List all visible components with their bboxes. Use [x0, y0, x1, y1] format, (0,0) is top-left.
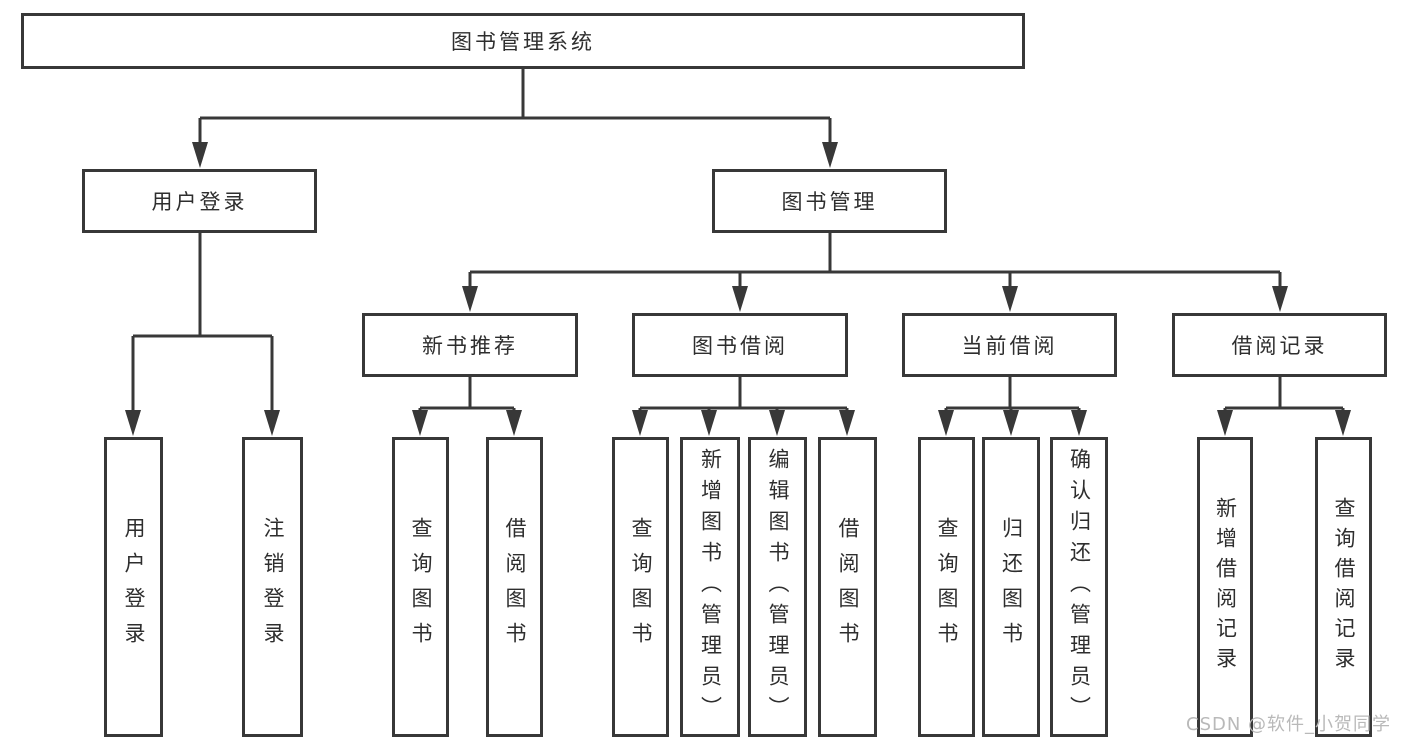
arrow-down-icon [1071, 410, 1087, 436]
arrow-down-icon [839, 410, 855, 436]
connector-borrow-records-to-leaves [1217, 377, 1351, 436]
arrow-down-icon [1003, 410, 1019, 436]
arrow-down-icon [1002, 286, 1018, 312]
node-branch-current-borrow: 当前借阅 [902, 313, 1117, 377]
leaf-borrow-add-book-admin: 新增图书（管理员） [680, 437, 740, 737]
connector-book-borrow-to-leaves [632, 377, 855, 436]
leaf-current-return-book-label: 归还图书 [999, 517, 1024, 657]
node-branch-borrow-records-label: 借阅记录 [1231, 334, 1328, 358]
arrow-down-icon [701, 410, 717, 436]
arrow-down-icon [412, 410, 428, 436]
arrow-down-icon [1217, 410, 1233, 436]
leaf-user-login-label: 用户登录 [122, 517, 146, 657]
leaf-current-confirm-return-admin: 确认归还（管理员） [1050, 437, 1108, 737]
csdn-watermark: CSDN @软件_小贺同学 [1186, 714, 1392, 735]
leaf-borrow-query-label: 查询图书 [629, 517, 653, 657]
connector-book-mgmt-to-branches [462, 233, 1288, 312]
arrow-down-icon [632, 410, 648, 436]
leaf-current-confirm-return-admin-label: 确认归还（管理员） [1067, 447, 1092, 727]
arrow-down-icon [1335, 410, 1351, 436]
arrow-down-icon [769, 410, 785, 436]
node-root-system: 图书管理系统 [21, 13, 1025, 69]
leaf-current-query-label: 查询图书 [935, 517, 959, 657]
connector-new-books-to-leaves [412, 377, 522, 436]
leaf-records-query: 查询借阅记录 [1315, 437, 1372, 737]
leaf-new-books-query-label: 查询图书 [409, 517, 433, 657]
leaf-borrow-query: 查询图书 [612, 437, 669, 737]
node-root-system-label: 图书管理系统 [451, 30, 595, 54]
node-book-mgmt: 图书管理 [712, 169, 947, 233]
leaf-records-add: 新增借阅记录 [1197, 437, 1253, 737]
leaf-borrow-edit-book-admin: 编辑图书（管理员） [748, 437, 807, 737]
leaf-borrow-edit-book-admin-label: 编辑图书（管理员） [766, 447, 790, 727]
node-user-login-label: 用户登录 [151, 190, 248, 214]
arrow-down-icon [732, 286, 748, 312]
leaf-new-books-borrow-label: 借阅图书 [503, 517, 527, 657]
arrow-down-icon [192, 142, 208, 168]
arrow-down-icon [822, 142, 838, 168]
leaf-new-books-borrow: 借阅图书 [486, 437, 543, 737]
node-branch-borrow-records: 借阅记录 [1172, 313, 1387, 377]
leaf-borrow-add-book-admin-label: 新增图书（管理员） [698, 447, 723, 727]
leaf-current-return-book: 归还图书 [982, 437, 1040, 737]
leaf-current-query: 查询图书 [918, 437, 975, 737]
arrow-down-icon [125, 410, 141, 436]
node-user-login: 用户登录 [82, 169, 317, 233]
arrow-down-icon [938, 410, 954, 436]
connector-user-login-to-leaves [125, 233, 280, 436]
node-branch-book-borrow-label: 图书借阅 [692, 334, 788, 358]
leaf-new-books-query: 查询图书 [392, 437, 449, 737]
leaf-logout: 注销登录 [242, 437, 303, 737]
leaf-user-login: 用户登录 [104, 437, 163, 737]
node-book-mgmt-label: 图书管理 [781, 190, 878, 214]
leaf-borrow-borrow-book: 借阅图书 [818, 437, 877, 737]
leaf-records-add-label: 新增借阅记录 [1213, 497, 1238, 677]
node-branch-new-books-label: 新书推荐 [422, 334, 518, 358]
arrow-down-icon [264, 410, 280, 436]
node-branch-book-borrow: 图书借阅 [632, 313, 848, 377]
connector-root-to-level2 [192, 69, 838, 168]
node-branch-new-books: 新书推荐 [362, 313, 578, 377]
leaf-records-query-label: 查询借阅记录 [1332, 497, 1356, 677]
leaf-borrow-borrow-book-label: 借阅图书 [836, 517, 860, 657]
leaf-logout-label: 注销登录 [261, 517, 285, 657]
connector-current-borrow-to-leaves [938, 377, 1087, 436]
arrow-down-icon [1272, 286, 1288, 312]
arrow-down-icon [506, 410, 522, 436]
arrow-down-icon [462, 286, 478, 312]
node-branch-current-borrow-label: 当前借阅 [961, 334, 1058, 358]
